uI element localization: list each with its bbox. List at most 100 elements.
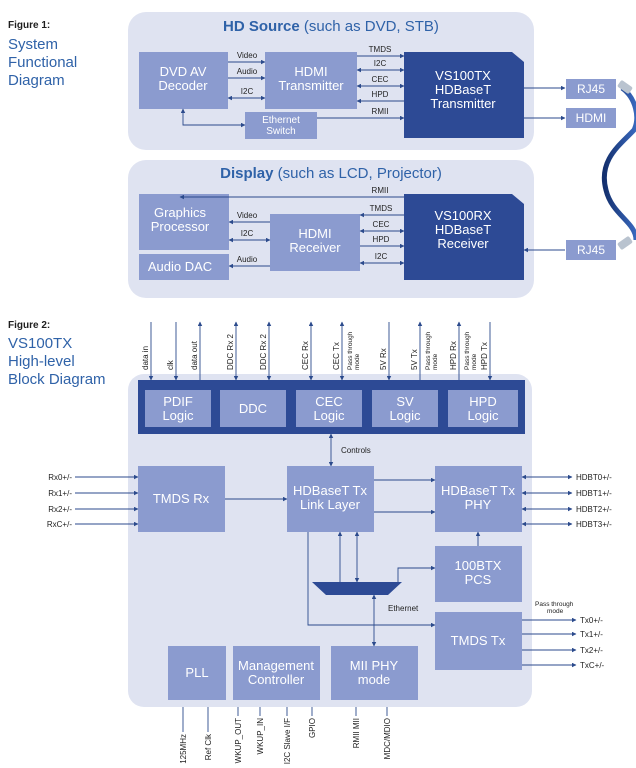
- mii-phy-label-2: mode: [358, 672, 391, 687]
- pin-label-wkup-in: WKUP_IN: [256, 718, 265, 755]
- cec-logic-label-2: Logic: [313, 408, 345, 423]
- ethernet-switch-label-2: Switch: [266, 126, 295, 137]
- pin-label-txc: TxC+/-: [580, 661, 605, 670]
- rj45-top-block: [566, 79, 616, 99]
- cec-pass-through-label-2: mode: [354, 353, 361, 370]
- hdmi-receiver-label-1: HDMI: [298, 226, 331, 241]
- hdmi-transmitter-block: [265, 52, 357, 109]
- vs100tx-transmitter-block: [404, 52, 524, 138]
- source-audio-label: Audio: [237, 67, 258, 76]
- ethernet-switch-label-1: Ethernet: [262, 115, 300, 126]
- hdbaset-phy-block: [435, 466, 522, 532]
- display-hpd-label: HPD: [373, 235, 390, 244]
- vs100rx-receiver-block: [404, 194, 524, 280]
- 5v-pass-through-label-2: mode: [432, 353, 439, 370]
- hdmi-out-label: HDMI: [576, 111, 607, 125]
- pin-label-hdbt3: HDBT3+/-: [576, 520, 612, 529]
- rj45-top-label: RJ45: [577, 82, 605, 96]
- pin-label-cec-tx: CEC Tx: [332, 342, 341, 370]
- rj45-bottom-label: RJ45: [577, 243, 605, 257]
- pcs-label-2: PCS: [465, 572, 492, 587]
- hdmi-receiver-block: [270, 214, 360, 271]
- tx-pass-through-label-2: mode: [547, 608, 564, 615]
- pin-label-hdbt1: HDBT1+/-: [576, 489, 612, 498]
- figure1-title-line2: Functional: [8, 54, 77, 71]
- tmds-tx-label: TMDS Tx: [451, 633, 506, 648]
- display-tmds-label: TMDS: [370, 204, 393, 213]
- ethernet-switch-block: [245, 112, 317, 139]
- hdbaset-phy-label-1: HDBaseT Tx: [441, 483, 515, 498]
- pin-label-hpd-rx: HPD Rx: [449, 341, 458, 370]
- display-audio-label: Audio: [237, 255, 258, 264]
- display-rmii-label: RMII: [372, 186, 389, 195]
- display-i2c-label: I2C: [241, 229, 254, 238]
- pin-label-rx2: Rx2+/-: [48, 505, 72, 514]
- pdif-logic-block: [145, 390, 211, 427]
- ethernet-label: Ethernet: [388, 604, 419, 613]
- cec-logic-label-1: CEC: [315, 394, 342, 409]
- pll-label: PLL: [185, 665, 208, 680]
- source-cec-label: CEC: [372, 75, 389, 84]
- pin-label-rxc: RxC+/-: [47, 520, 72, 529]
- figure1-title-line1: System: [8, 36, 58, 53]
- management-controller-label-1: Management: [238, 658, 314, 673]
- hdmi-out-block: [566, 108, 616, 128]
- source-i2c-right-label: I2C: [374, 59, 387, 68]
- graphics-processor-label-1: Graphics: [154, 205, 207, 220]
- pin-label-ref-clk: Ref Clk: [204, 733, 213, 760]
- vs100tx-label-3: Transmitter: [430, 96, 496, 111]
- pin-label-hdbt0: HDBT0+/-: [576, 473, 612, 482]
- pin-label-rx1: Rx1+/-: [48, 489, 72, 498]
- tmds-tx-block: [435, 612, 522, 670]
- figure1-title-line3: Diagram: [8, 72, 65, 89]
- link-layer-label-2: Link Layer: [300, 497, 361, 512]
- pin-label-hpd-tx: HPD Tx: [480, 342, 489, 370]
- pin-label-125mhz: 125MHz: [179, 734, 188, 764]
- pin-label-gpio: GPIO: [308, 718, 317, 738]
- hpd-logic-label-1: HPD: [469, 394, 496, 409]
- cec-pass-through-label-1: Pass through: [347, 331, 354, 370]
- figure2-title-line2: High-level: [8, 353, 75, 370]
- vs100rx-label-3: Receiver: [437, 236, 489, 251]
- vs100tx-label-2: HDBaseT: [435, 82, 491, 97]
- tx-pin-group: Pass through mode Tx0+/- Tx1+/- Tx2+/- T…: [522, 601, 605, 670]
- hdmi-transmitter-label-2: Transmitter: [278, 78, 344, 93]
- hpd-logic-block: [448, 390, 518, 427]
- pin-label-mdc-mdio: MDC/MDIO: [383, 718, 392, 759]
- right-hdbt-pin-group: HDBT0+/- HDBT1+/- HDBT2+/- HDBT3+/-: [521, 473, 612, 529]
- pin-label-i2c-slave: I2C Slave I/F: [283, 718, 292, 764]
- pin-label-5v-rx: 5V Rx: [379, 348, 388, 370]
- figure2-title-line3: Block Diagram: [8, 371, 106, 388]
- audio-dac-label: Audio DAC: [148, 259, 212, 274]
- vs100tx-label-1: VS100TX: [435, 68, 491, 83]
- hdmi-receiver-label-2: Receiver: [289, 240, 341, 255]
- hd-source-title: HD Source (such as DVD, STB): [223, 18, 439, 35]
- mii-phy-label-1: MII PHY: [350, 658, 399, 673]
- dvd-av-decoder-label-2: Decoder: [158, 78, 208, 93]
- pcs-block: [435, 546, 522, 602]
- display-title: Display (such as LCD, Projector): [220, 165, 442, 182]
- link-layer-block: [287, 466, 374, 532]
- pin-label-hdbt2: HDBT2+/-: [576, 505, 612, 514]
- figure1-number: Figure 1:: [8, 20, 50, 31]
- sv-logic-label-2: Logic: [389, 408, 421, 423]
- pin-label-cec-rx: CEC Rx: [301, 341, 310, 370]
- pin-label-5v-tx: 5V Tx: [410, 349, 419, 370]
- tx-pass-through-label-1: Pass through: [535, 601, 574, 608]
- hdmi-transmitter-label-1: HDMI: [294, 64, 327, 79]
- bottom-pin-group: 125MHz Ref Clk WKUP_OUT WKUP_IN I2C Slav…: [179, 707, 392, 764]
- hdbaset-phy-label-2: PHY: [465, 497, 492, 512]
- source-hpd-label: HPD: [372, 90, 389, 99]
- pin-label-tx0: Tx0+/-: [580, 616, 603, 625]
- top-pin-group: data in clk data out DDC Rx 2 DDC Rx 2 C…: [141, 321, 493, 381]
- dvd-av-decoder-label-1: DVD AV: [160, 64, 207, 79]
- pin-label-tx2: Tx2+/-: [580, 646, 603, 655]
- tmds-rx-label: TMDS Rx: [153, 491, 210, 506]
- pin-label-ddc-rx-b: DDC Rx 2: [259, 333, 268, 370]
- vs100rx-label-2: HDBaseT: [435, 222, 491, 237]
- left-pin-group: Rx0+/- Rx1+/- Rx2+/- RxC+/-: [47, 473, 139, 529]
- ethernet-cable-illustration: [601, 80, 636, 250]
- pin-label-clk: clk: [166, 359, 175, 370]
- hpd-logic-label-2: Logic: [467, 408, 499, 423]
